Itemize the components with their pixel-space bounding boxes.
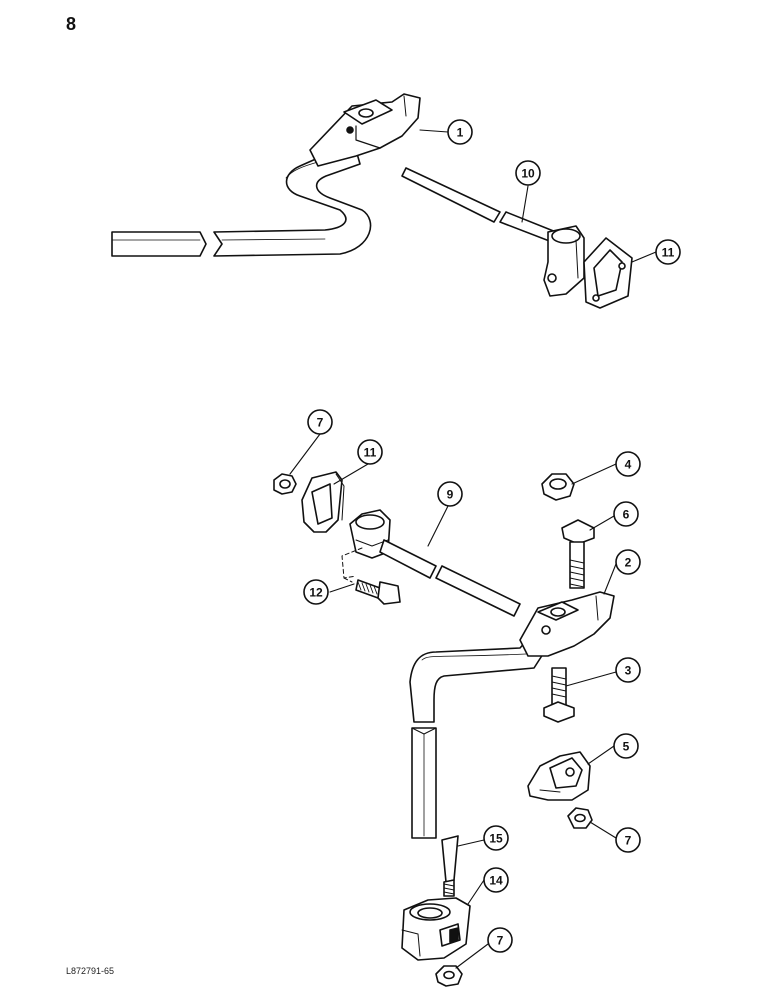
callout-label: 3 — [625, 664, 632, 678]
nut-upper-left — [273, 473, 297, 495]
callout-11-lower: 11 — [357, 439, 383, 465]
callout-label: 12 — [309, 586, 323, 600]
callout-12: 12 — [303, 579, 329, 605]
callout-label: 1 — [457, 126, 464, 140]
nut-4 — [541, 473, 575, 501]
callout-6: 6 — [613, 501, 639, 527]
clamp-5 — [527, 751, 591, 801]
callout-2: 2 — [615, 549, 641, 575]
upper-rod-bracket — [543, 225, 585, 297]
lower-axle-bar — [409, 625, 553, 839]
callout-10: 10 — [515, 160, 541, 186]
figure-code: L872791-65 — [66, 966, 115, 976]
upper-clamp-head — [309, 93, 421, 167]
callout-1: 1 — [447, 119, 473, 145]
nut-7-middle — [567, 807, 593, 829]
callout-14: 14 — [483, 867, 509, 893]
callout-5: 5 — [613, 733, 639, 759]
upper-axle-bar — [111, 149, 372, 257]
callout-label: 11 — [364, 446, 377, 460]
page-number: 8 — [66, 14, 77, 34]
callout-label: 7 — [625, 834, 632, 848]
callout-15: 15 — [483, 825, 509, 851]
callout-label: 9 — [447, 488, 454, 502]
pin-15 — [441, 835, 459, 897]
lower-clamp-head — [519, 591, 615, 657]
callout-7-middle: 7 — [615, 827, 641, 853]
callout-label: 7 — [497, 934, 504, 948]
callout-label: 15 — [489, 832, 503, 846]
bolt-3 — [543, 667, 575, 723]
callout-label: 2 — [625, 556, 632, 570]
bolt-12 — [355, 579, 401, 605]
bolt-6 — [561, 519, 595, 589]
nut-7-bottom — [435, 965, 463, 987]
callout-7-upper: 7 — [307, 409, 333, 435]
lower-rod-bracket — [349, 509, 391, 559]
upper-clip-plate — [583, 237, 633, 309]
callout-9: 9 — [437, 481, 463, 507]
callout-3: 3 — [615, 657, 641, 683]
callout-label: 4 — [625, 458, 632, 472]
callout-label: 6 — [623, 508, 630, 522]
callout-label: 5 — [623, 740, 630, 754]
dashed-assembly-lines — [341, 547, 363, 583]
lower-drawbar-rod — [379, 539, 521, 617]
callout-label: 14 — [489, 874, 503, 888]
leader-lines — [289, 129, 657, 969]
lower-clip-plate — [301, 471, 345, 533]
callout-label: 7 — [317, 416, 324, 430]
callout-label: 10 — [521, 167, 535, 181]
callout-4: 4 — [615, 451, 641, 477]
callout-7-bottom: 7 — [487, 927, 513, 953]
hitch-block-14 — [401, 897, 471, 961]
callout-label: 11 — [662, 246, 675, 260]
callout-11-upper: 11 — [655, 239, 681, 265]
